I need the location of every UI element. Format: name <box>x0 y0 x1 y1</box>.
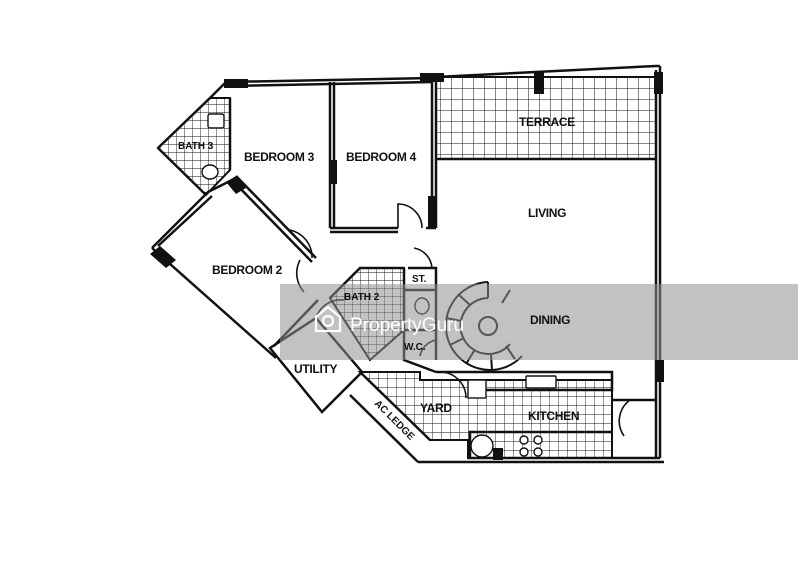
door-yard <box>439 371 467 399</box>
propertyguru-logo-icon <box>314 305 342 333</box>
label-bedroom-3: BEDROOM 3 <box>244 150 315 164</box>
watermark: PropertyGuru <box>280 284 798 360</box>
kitchen-yard-tiles <box>357 371 613 459</box>
stove-burner <box>519 447 529 457</box>
label-wc: W.C. <box>404 342 426 353</box>
kitchen-sink <box>525 375 557 389</box>
label-st: ST. <box>412 274 427 285</box>
watermark-band <box>280 284 798 360</box>
stove-burner <box>533 447 543 457</box>
bath-3-sink <box>207 113 225 129</box>
door-bedroom-4 <box>397 203 423 229</box>
label-bedroom-4: BEDROOM 4 <box>346 150 417 164</box>
label-terrace: TERRACE <box>519 115 575 129</box>
label-living: LIVING <box>528 206 566 220</box>
washing-machine <box>470 434 494 458</box>
label-bath-2: BATH 2 <box>344 292 380 303</box>
terrace-tiles <box>435 76 657 160</box>
watermark-text: PropertyGuru <box>350 315 464 336</box>
label-kitchen: KITCHEN <box>528 409 579 423</box>
label-dining: DINING <box>530 313 570 327</box>
yard-basin <box>467 379 487 399</box>
pillars <box>150 72 664 460</box>
door-kitchen <box>618 399 656 437</box>
bath-3-toilet <box>201 164 219 180</box>
label-yard: YARD <box>420 401 452 415</box>
label-bath-3: BATH 3 <box>178 141 214 152</box>
door-bath-2 <box>413 247 433 269</box>
door-bedroom-3 <box>289 229 313 259</box>
stove-burner <box>533 435 543 445</box>
label-bedroom-2: BEDROOM 2 <box>212 263 283 277</box>
stove-burner <box>519 435 529 445</box>
label-utility: UTILITY <box>294 362 338 376</box>
